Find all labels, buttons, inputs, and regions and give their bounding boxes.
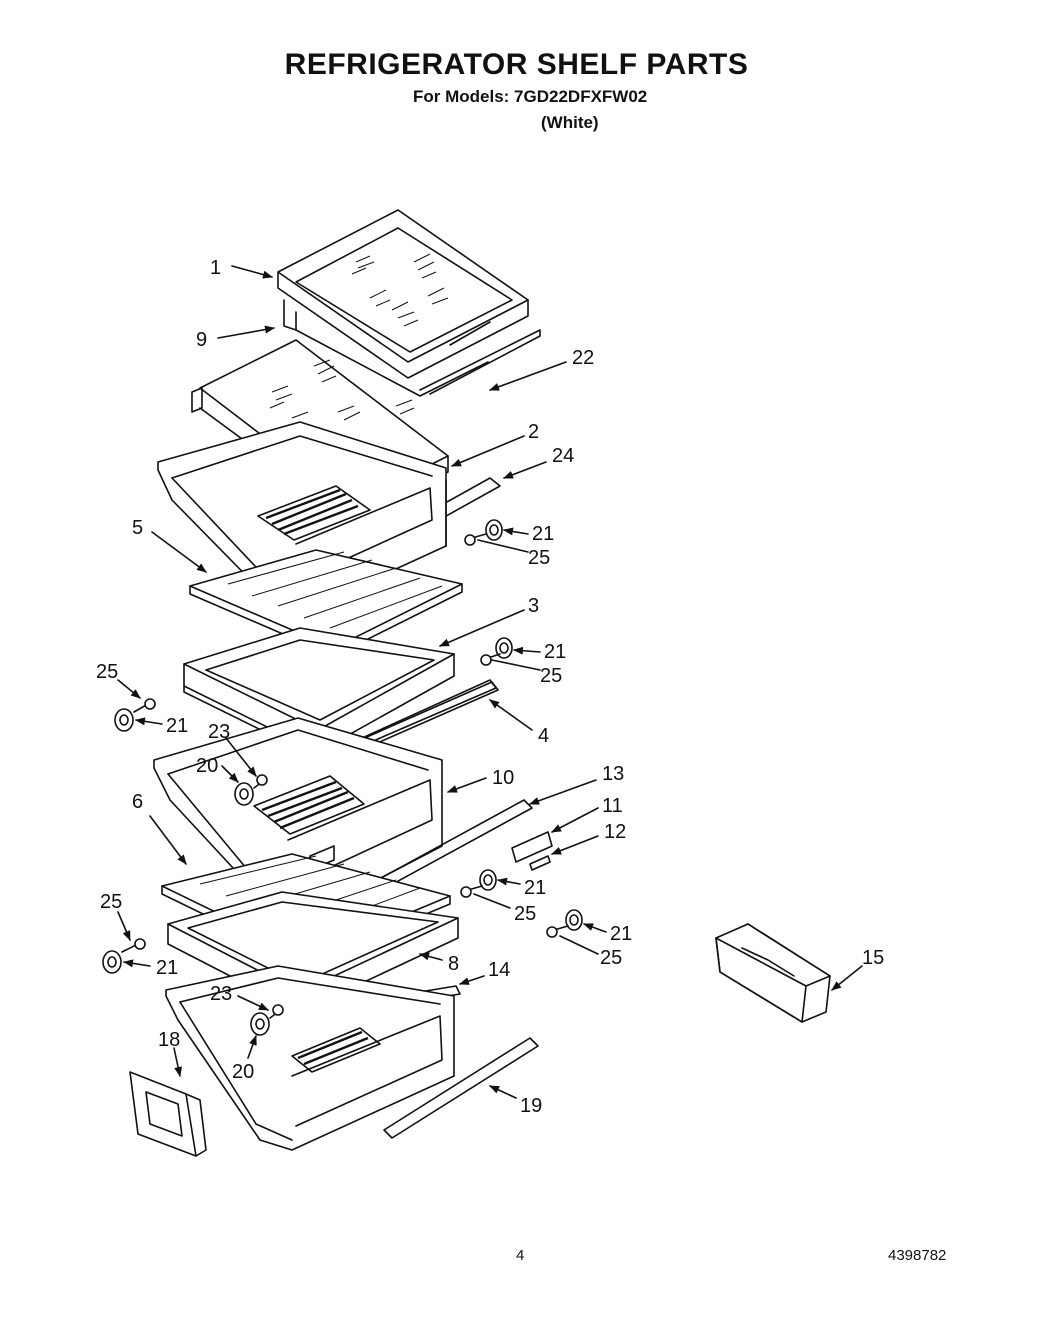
part-21-bearing [565,909,583,931]
page-number: 4 [516,1247,525,1264]
callout-23-a: 23 [208,721,230,743]
part-21-bearing [495,637,513,659]
callout-11: 11 [602,795,623,817]
callout-20-b: 20 [232,1061,254,1083]
leader-lines [117,265,863,1099]
part-4-frame-trim [309,681,499,771]
part-20-wheel [234,782,254,806]
callout-25-d: 25 [514,903,536,925]
callout-2: 2 [528,421,539,443]
document-number: 4398782 [888,1247,947,1264]
callout-4: 4 [538,725,549,747]
callout-labels: 1 9 22 2 24 21 25 5 3 21 25 25 21 4 23 2… [96,257,884,1117]
part-19-pan-trim [383,1037,539,1139]
callout-21-c: 21 [166,715,188,737]
callout-19: 19 [520,1095,542,1117]
callout-25-b: 25 [540,665,562,687]
callout-25-f: 25 [600,947,622,969]
callout-10: 10 [492,767,514,789]
callout-5: 5 [132,517,143,539]
part-21-bearing [114,708,134,732]
part-9-shelf-frame [283,299,489,397]
callout-21-e: 21 [156,957,178,979]
part-12-clip [529,855,551,871]
part-21-bearing [485,519,503,541]
callout-21-b: 21 [544,641,566,663]
part-21-bearing [102,950,122,974]
part-21-bearing [479,869,497,891]
part-1-glass-shelf [277,209,529,379]
part-25-screw [133,698,156,713]
part-23-axle [253,774,268,789]
callout-8: 8 [448,953,459,975]
callout-25-c: 25 [96,661,118,683]
callout-25-e: 25 [100,891,122,913]
callout-24: 24 [552,445,574,467]
part-25-screw [121,938,146,953]
callout-3: 3 [528,595,539,617]
callout-22: 22 [572,347,594,369]
part-11-slide [511,831,553,863]
part-25-screw [464,533,487,546]
callout-6: 6 [132,791,143,813]
callout-14: 14 [488,959,510,981]
part-23-axle [269,1004,284,1019]
bottom-meat-pan [165,965,455,1151]
callout-25-a: 25 [528,547,550,569]
callout-18: 18 [158,1029,180,1051]
callout-1: 1 [210,257,221,279]
callout-13: 13 [602,763,624,785]
callout-12: 12 [604,821,626,843]
callout-23-b: 23 [210,983,232,1005]
part-25-screw [546,925,569,938]
callout-20-a: 20 [196,755,218,777]
part-22-shelf-trim [419,329,541,395]
part-18-label-frame [129,1071,207,1157]
model-color: (White) [541,113,599,132]
fasteners [102,519,583,1036]
part-25-screw [460,885,483,898]
part-20-wheel [250,1012,270,1036]
callout-21-a: 21 [532,523,554,545]
callout-15: 15 [862,947,884,969]
callout-21-d: 21 [524,877,546,899]
callout-9: 9 [196,329,207,351]
part-15-door-bin [715,923,831,1023]
part-25-screw [480,653,501,666]
page-title: REFRIGERATOR SHELF PARTS [284,48,749,81]
model-number: For Models: 7GD22DFXFW02 [413,87,648,106]
callout-21-f: 21 [610,923,632,945]
